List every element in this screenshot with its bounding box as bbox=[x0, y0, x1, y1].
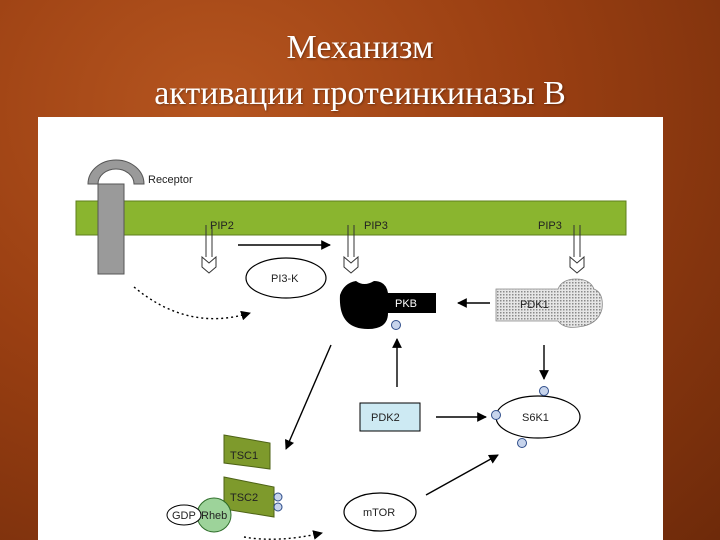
mtor-label: mTOR bbox=[363, 507, 395, 519]
pip2-label: PIP2 bbox=[210, 220, 234, 232]
s6k1-phospho-bottom bbox=[518, 439, 527, 448]
pi3k-label: PI3-K bbox=[271, 273, 299, 285]
receptor-to-pi3k-dashed bbox=[134, 287, 250, 319]
rheb-dashed-line bbox=[244, 533, 322, 539]
diagram-panel: Receptor PIP2 PIP3 PIP3 PI3-K PKB PDK1 P… bbox=[38, 117, 663, 540]
pdk2-label: PDK2 bbox=[371, 412, 400, 424]
s6k1-phospho-top bbox=[540, 387, 549, 396]
pathway-diagram: Receptor PIP2 PIP3 PIP3 PI3-K PKB PDK1 P… bbox=[38, 117, 663, 540]
gdp-label: GDP bbox=[172, 510, 196, 522]
tsc2-label: TSC2 bbox=[230, 492, 258, 504]
receptor-label: Receptor bbox=[148, 174, 193, 186]
mtor-to-s6k1-arrow bbox=[426, 455, 498, 495]
tsc2-phospho-2 bbox=[274, 503, 282, 511]
pip3-label-center: PIP3 bbox=[364, 220, 388, 232]
slide-title-line2: активации протеинкиназы В bbox=[0, 74, 720, 114]
pkb-phospho bbox=[392, 321, 401, 330]
pdk1-node bbox=[496, 279, 602, 327]
pdk1-label: PDK1 bbox=[520, 299, 549, 311]
pkb-to-tsc-arrow bbox=[286, 345, 331, 449]
tsc2-phospho-1 bbox=[274, 493, 282, 501]
pip3-label-right: PIP3 bbox=[538, 220, 562, 232]
s6k1-phospho-left bbox=[492, 411, 501, 420]
rheb-label: Rheb bbox=[201, 510, 227, 522]
pkb-node bbox=[340, 281, 436, 329]
tsc1-label: TSC1 bbox=[230, 450, 258, 462]
slide-title-line1: Механизм bbox=[0, 28, 720, 68]
pkb-label: PKB bbox=[395, 298, 417, 310]
s6k1-label: S6K1 bbox=[522, 412, 549, 424]
